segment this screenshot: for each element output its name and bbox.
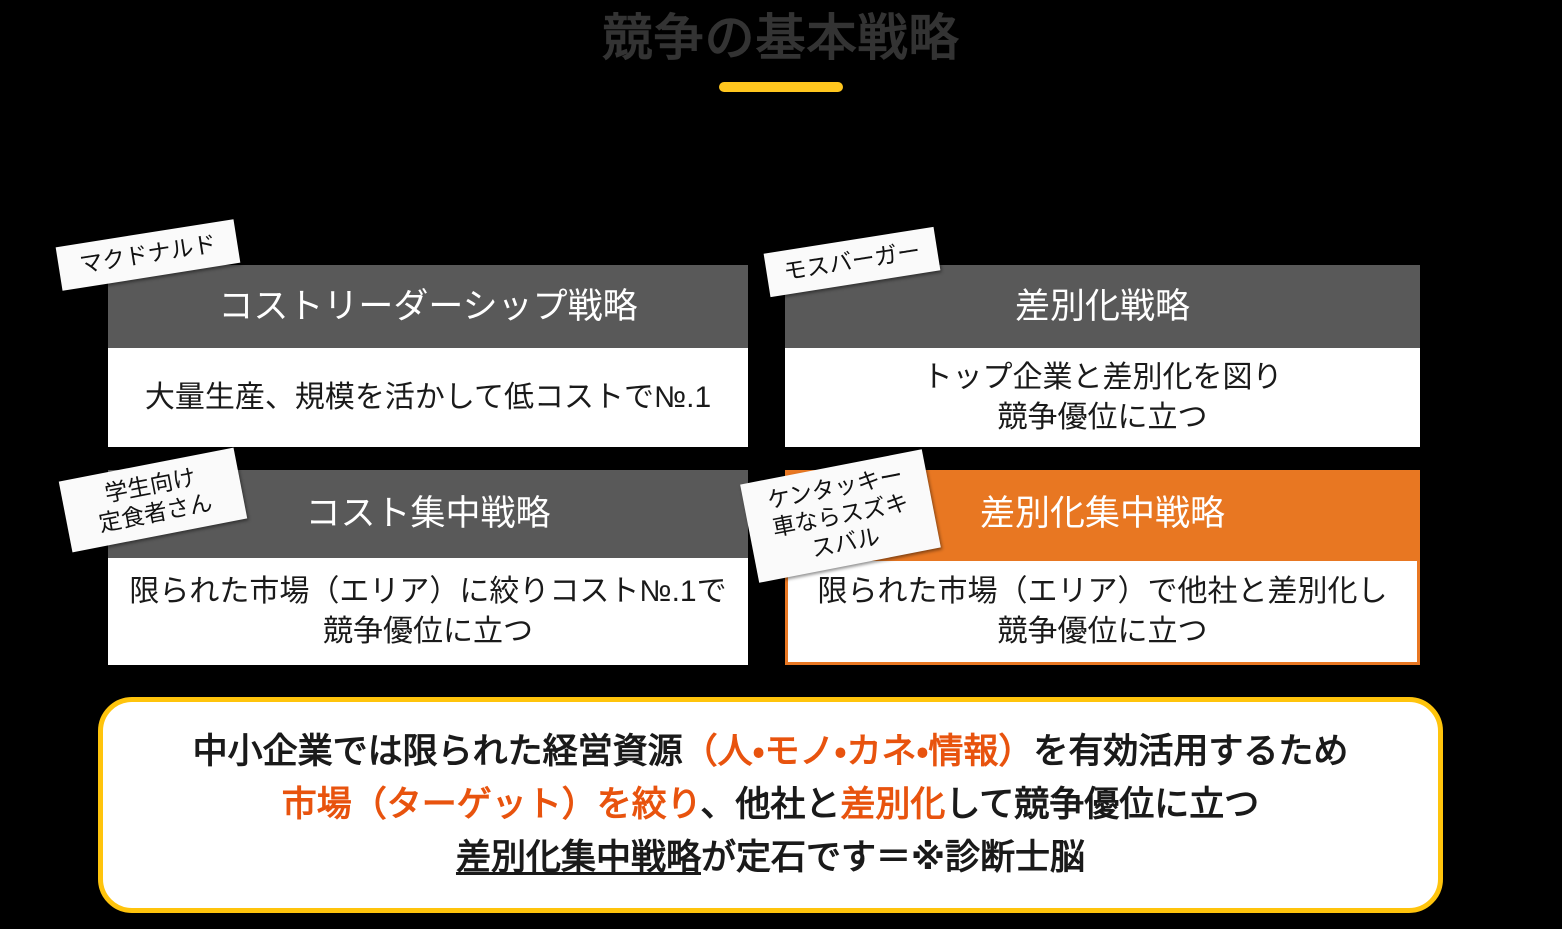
quadrant-differentiation-description: トップ企業と差別化を図り 競争優位に立つ — [785, 348, 1420, 447]
quadrant-differentiation-focus-description: 限られた市場（エリア）で他社と差別化し 競争優位に立つ — [785, 558, 1420, 665]
callout-line3-underlined: 差別化集中戦略 — [455, 837, 701, 877]
callout-line2-part4: して競争優位に立つ — [945, 785, 1260, 825]
title-block: 競争の基本戦略 — [0, 10, 1562, 92]
callout-line2-highlight-1: 市場（ターゲット）を絞り — [281, 785, 701, 825]
quadrant-cost-focus-description: 限られた市場（エリア）に絞りコスト№.1で 競争優位に立つ — [108, 558, 748, 665]
callout-line-2: 市場（ターゲット）を絞り、他社と差別化して競争優位に立つ — [282, 783, 1260, 827]
quadrant-differentiation-body-box: トップ企業と差別化を図り 競争優位に立つ — [785, 348, 1420, 447]
quadrant-differentiation-header-box: 差別化戦略 — [785, 265, 1420, 348]
callout-line2-part2: 、他社と — [700, 785, 841, 825]
callout-line3-part2: が定石です＝※診断士脳 — [700, 837, 1086, 877]
title-underline-bar — [719, 81, 843, 92]
callout-line1-highlight: （人・モノ・カネ・情報） — [682, 732, 1034, 772]
quadrant-cost-focus-body-box: 限られた市場（エリア）に絞りコスト№.1で 競争優位に立つ — [108, 558, 748, 665]
quadrant-differentiation-title: 差別化戦略 — [785, 265, 1420, 348]
callout-line-1: 中小企業では限られた経営資源（人・モノ・カネ・情報）を有効活用するため — [193, 730, 1349, 774]
callout-line2-highlight-2: 差別化 — [840, 785, 946, 825]
quadrant-cost-leadership-title: コストリーダーシップ戦略 — [108, 265, 748, 348]
page-title: 競争の基本戦略 — [602, 10, 960, 66]
quadrant-cost-leadership-description: 大量生産、規模を活かして低コストで№.1 — [108, 348, 748, 447]
callout-line1-part3: を有効活用するため — [1033, 732, 1349, 772]
quadrant-cost-leadership-header-box: コストリーダーシップ戦略 — [108, 265, 748, 348]
quadrant-differentiation-focus-body-box: 限られた市場（エリア）で他社と差別化し 競争優位に立つ — [785, 558, 1420, 665]
summary-callout-box: 中小企業では限られた経営資源（人・モノ・カネ・情報）を有効活用するため 市場（タ… — [98, 697, 1443, 913]
quadrant-cost-leadership-body-box: 大量生産、規模を活かして低コストで№.1 — [108, 348, 748, 447]
callout-line1-part1: 中小企業では限られた経営資源 — [192, 732, 683, 772]
callout-line-3: 差別化集中戦略が定石です＝※診断士脳 — [456, 836, 1085, 880]
